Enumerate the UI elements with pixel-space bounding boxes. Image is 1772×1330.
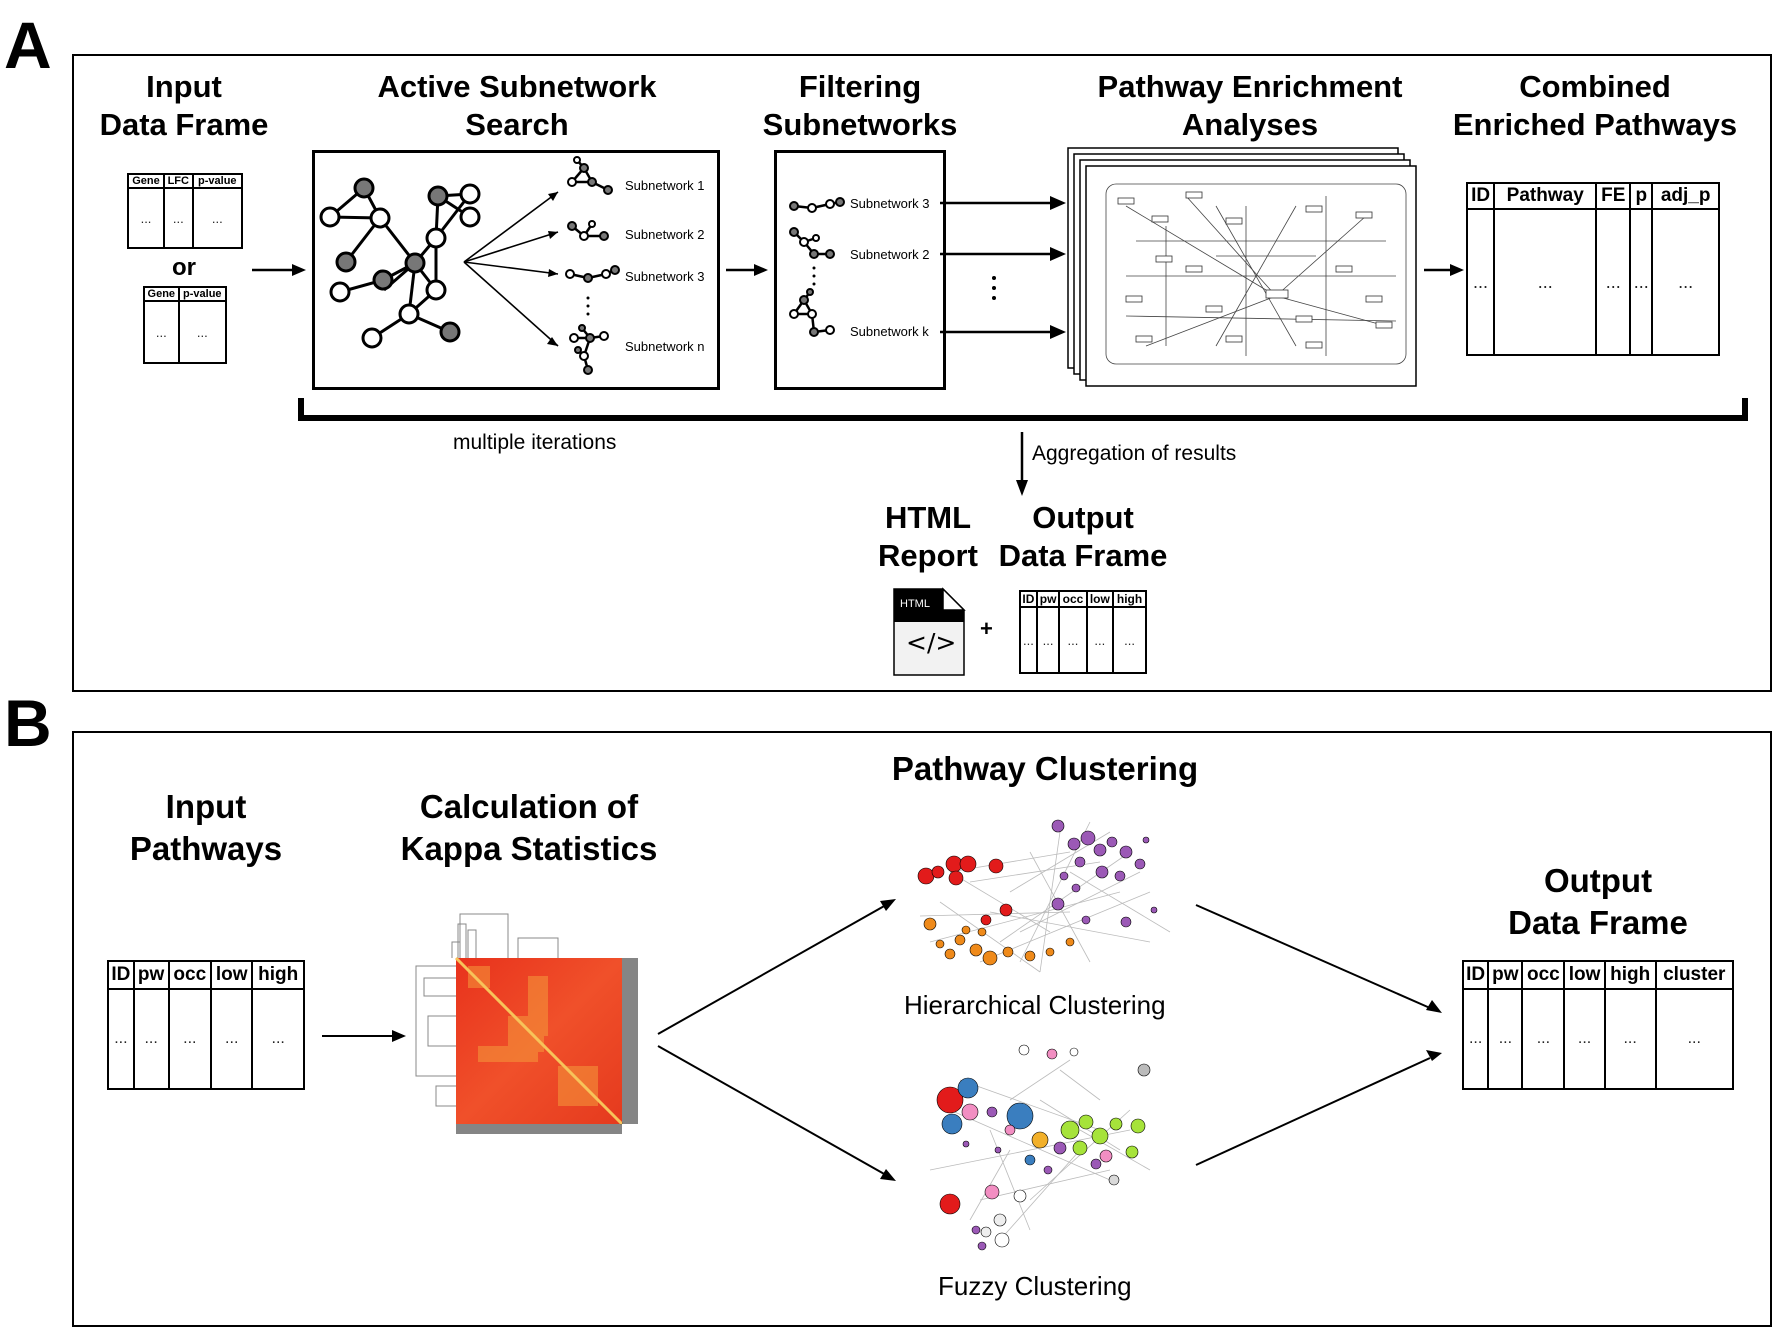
input-table-gene-lfc-pvalue: Gene LFC p-value ... ... ... xyxy=(126,173,244,249)
table-cell: ... xyxy=(191,187,244,249)
table-cell: ... xyxy=(163,187,194,249)
header-p-value: p-value xyxy=(177,286,228,302)
active-network-graph xyxy=(319,156,620,375)
header-lfc: LFC xyxy=(163,173,194,189)
filtered-subnetworks-graph xyxy=(789,197,845,337)
html-icon-label: HTML xyxy=(900,598,930,610)
table-cell: ... xyxy=(1058,606,1088,674)
title-pathway-enrichment: Pathway Enrichment Analyses xyxy=(1097,69,1403,142)
table-cell: ... xyxy=(167,988,213,1090)
filtered-subnetwork-label-2: Subnetwork 2 xyxy=(850,247,930,262)
filtering-box xyxy=(774,150,946,390)
or-label: or xyxy=(172,254,196,281)
table-cell: ... xyxy=(132,988,170,1090)
title-combined-enriched: Combined Enriched Pathways xyxy=(1452,69,1738,142)
title-pathway-clustering: Pathway Clustering xyxy=(891,750,1199,787)
multiple-iterations-label: multiple iterations xyxy=(453,431,617,454)
header-p-value: p-value xyxy=(191,173,244,189)
title-input-pathways: Input Pathways xyxy=(129,788,283,867)
header-low: low xyxy=(210,960,254,990)
header-pw: pw xyxy=(1035,590,1061,608)
filtered-subnetwork-label-k: Subnetwork k xyxy=(850,324,929,339)
header-id: ID xyxy=(107,960,135,990)
header-gene: Gene xyxy=(126,173,166,189)
header-low: low xyxy=(1563,960,1606,990)
header-occ: occ xyxy=(1521,960,1566,990)
fuzzy-clustering-label: Fuzzy Clustering xyxy=(938,1271,1132,1301)
table-cell: ... xyxy=(251,988,305,1090)
title-output-data-frame-b: Output Data Frame xyxy=(1508,862,1688,941)
table-cell: ... xyxy=(1493,208,1598,356)
table-cell: ... xyxy=(143,300,180,364)
header-id: ID xyxy=(1465,182,1496,210)
table-cell: ... xyxy=(1019,606,1038,674)
table-cell: ... xyxy=(1465,208,1496,356)
subnetwork-label-3: Subnetwork 3 xyxy=(625,269,705,284)
header-id: ID xyxy=(1019,590,1038,608)
table-cell: ... xyxy=(210,988,254,1090)
table-cell: ... xyxy=(126,187,166,249)
title-active-subnetwork-search: Active Subnetwork Search xyxy=(377,69,657,142)
header-occ: occ xyxy=(167,960,213,990)
title-output-data-frame: Output Data Frame xyxy=(998,500,1168,573)
hierarchical-clustering-label: Hierarchical Clustering xyxy=(904,990,1166,1020)
panel-b-frame xyxy=(72,731,1772,1327)
header-high: high xyxy=(1603,960,1657,990)
header-gene: Gene xyxy=(143,286,180,302)
header-pw: pw xyxy=(1487,960,1524,990)
header-high: high xyxy=(1112,590,1147,608)
pathway-maps-stack xyxy=(1067,147,1417,387)
table-cell: ... xyxy=(1112,606,1147,674)
table-cell: ... xyxy=(1651,208,1720,356)
table-cell: ... xyxy=(1654,988,1735,1090)
header-occ: occ xyxy=(1058,590,1088,608)
title-input-data-frame: Input Data Frame xyxy=(99,69,269,142)
table-cell: ... xyxy=(1461,988,1490,1090)
title-filtering-subnetworks: Filtering Subnetworks xyxy=(762,69,958,142)
title-html-report: HTML Report xyxy=(878,500,978,573)
output-table-a: ID pw occ low high ... ... ... ... ... xyxy=(1019,590,1147,674)
header-high: high xyxy=(251,960,305,990)
table-cell: ... xyxy=(1085,606,1115,674)
header-adj-p: adj_p xyxy=(1651,182,1720,210)
input-table-gene-pvalue: Gene p-value ... ... xyxy=(143,286,228,364)
panel-b-letter: B xyxy=(4,686,52,760)
header-cluster: cluster xyxy=(1654,960,1735,990)
iterations-bracket xyxy=(298,398,1748,421)
subnetwork-label-2: Subnetwork 2 xyxy=(625,227,705,242)
subnetwork-label-1: Subnetwork 1 xyxy=(625,178,705,193)
panel-a-connectors xyxy=(252,196,1748,496)
panel-a-letter: A xyxy=(4,8,52,82)
header-pathway: Pathway xyxy=(1493,182,1598,210)
code-icon: </> xyxy=(906,628,957,657)
table-cell: ... xyxy=(1487,988,1524,1090)
table-cell: ... xyxy=(177,300,228,364)
filtered-subnetwork-label-3: Subnetwork 3 xyxy=(850,196,930,211)
fuzzy-network xyxy=(929,1044,1151,1251)
header-id: ID xyxy=(1461,960,1490,990)
table-cell: ... xyxy=(1521,988,1566,1090)
table-cell: ... xyxy=(1629,208,1654,356)
hierarchical-network xyxy=(917,819,1171,973)
html-file-icon xyxy=(893,587,966,676)
table-cell: ... xyxy=(1035,606,1061,674)
table-cell: ... xyxy=(1603,988,1657,1090)
header-pw: pw xyxy=(132,960,170,990)
header-fe: FE xyxy=(1595,182,1632,210)
table-cell: ... xyxy=(107,988,135,1090)
title-kappa-statistics: Calculation of Kappa Statistics xyxy=(400,788,658,867)
subnetwork-label-n: Subnetwork n xyxy=(625,339,705,354)
header-p: p xyxy=(1629,182,1654,210)
panel-a-frame xyxy=(72,54,1772,692)
table-cell: ... xyxy=(1563,988,1606,1090)
kappa-heatmap xyxy=(415,913,638,1134)
table-cell: ... xyxy=(1595,208,1632,356)
combined-enriched-table: ID Pathway FE p adj_p ... ... ... ... ..… xyxy=(1465,182,1720,356)
input-pathways-table: ID pw occ low high ... ... ... ... ... xyxy=(107,960,305,1090)
output-table-b: ID pw occ low high cluster ... ... ... .… xyxy=(1461,960,1735,1090)
aggregation-label: Aggregation of results xyxy=(1032,442,1237,465)
plus-sign: + xyxy=(980,616,993,641)
header-low: low xyxy=(1085,590,1115,608)
